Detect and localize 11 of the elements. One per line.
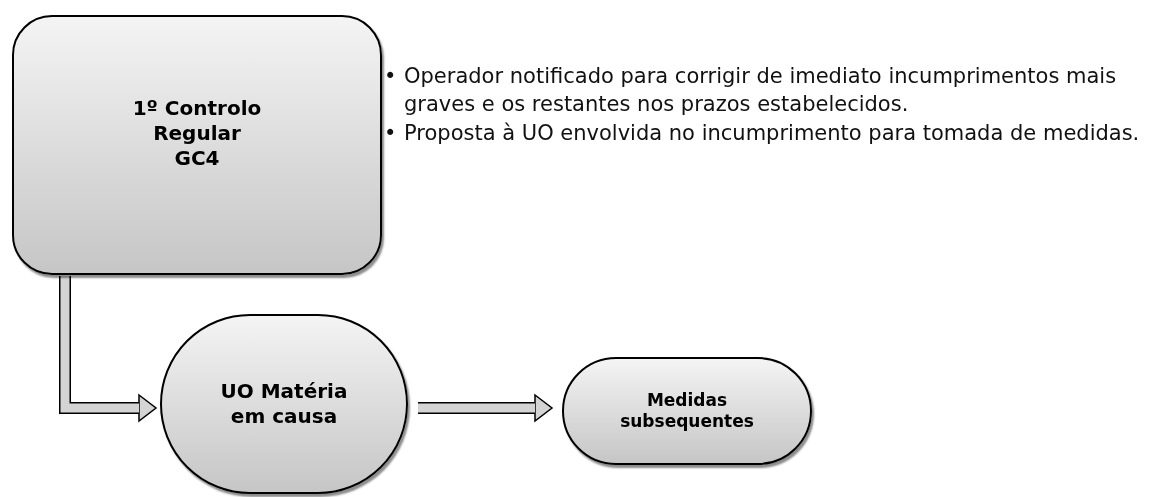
bullet: • <box>384 119 398 147</box>
box-text: Medidas subsequentes <box>619 389 755 433</box>
bullet: • <box>384 63 398 90</box>
block-arrow <box>59 276 157 422</box>
rounded-box <box>12 15 382 275</box>
box-text: UO Matéria em causa <box>219 379 349 429</box>
box-text: 1º Controlo Regular GC4 <box>132 95 262 171</box>
bullet-text: Proposta à UO envolvida no incumprimento para tomada de medidas. <box>404 119 1141 147</box>
block-arrow <box>418 394 553 422</box>
rounded-box <box>562 357 812 465</box>
bullet-text: Operador notificado para corrigir de imediato incumprimentos mais graves e os restantes nos prazos estabelecidos. <box>404 63 1118 119</box>
